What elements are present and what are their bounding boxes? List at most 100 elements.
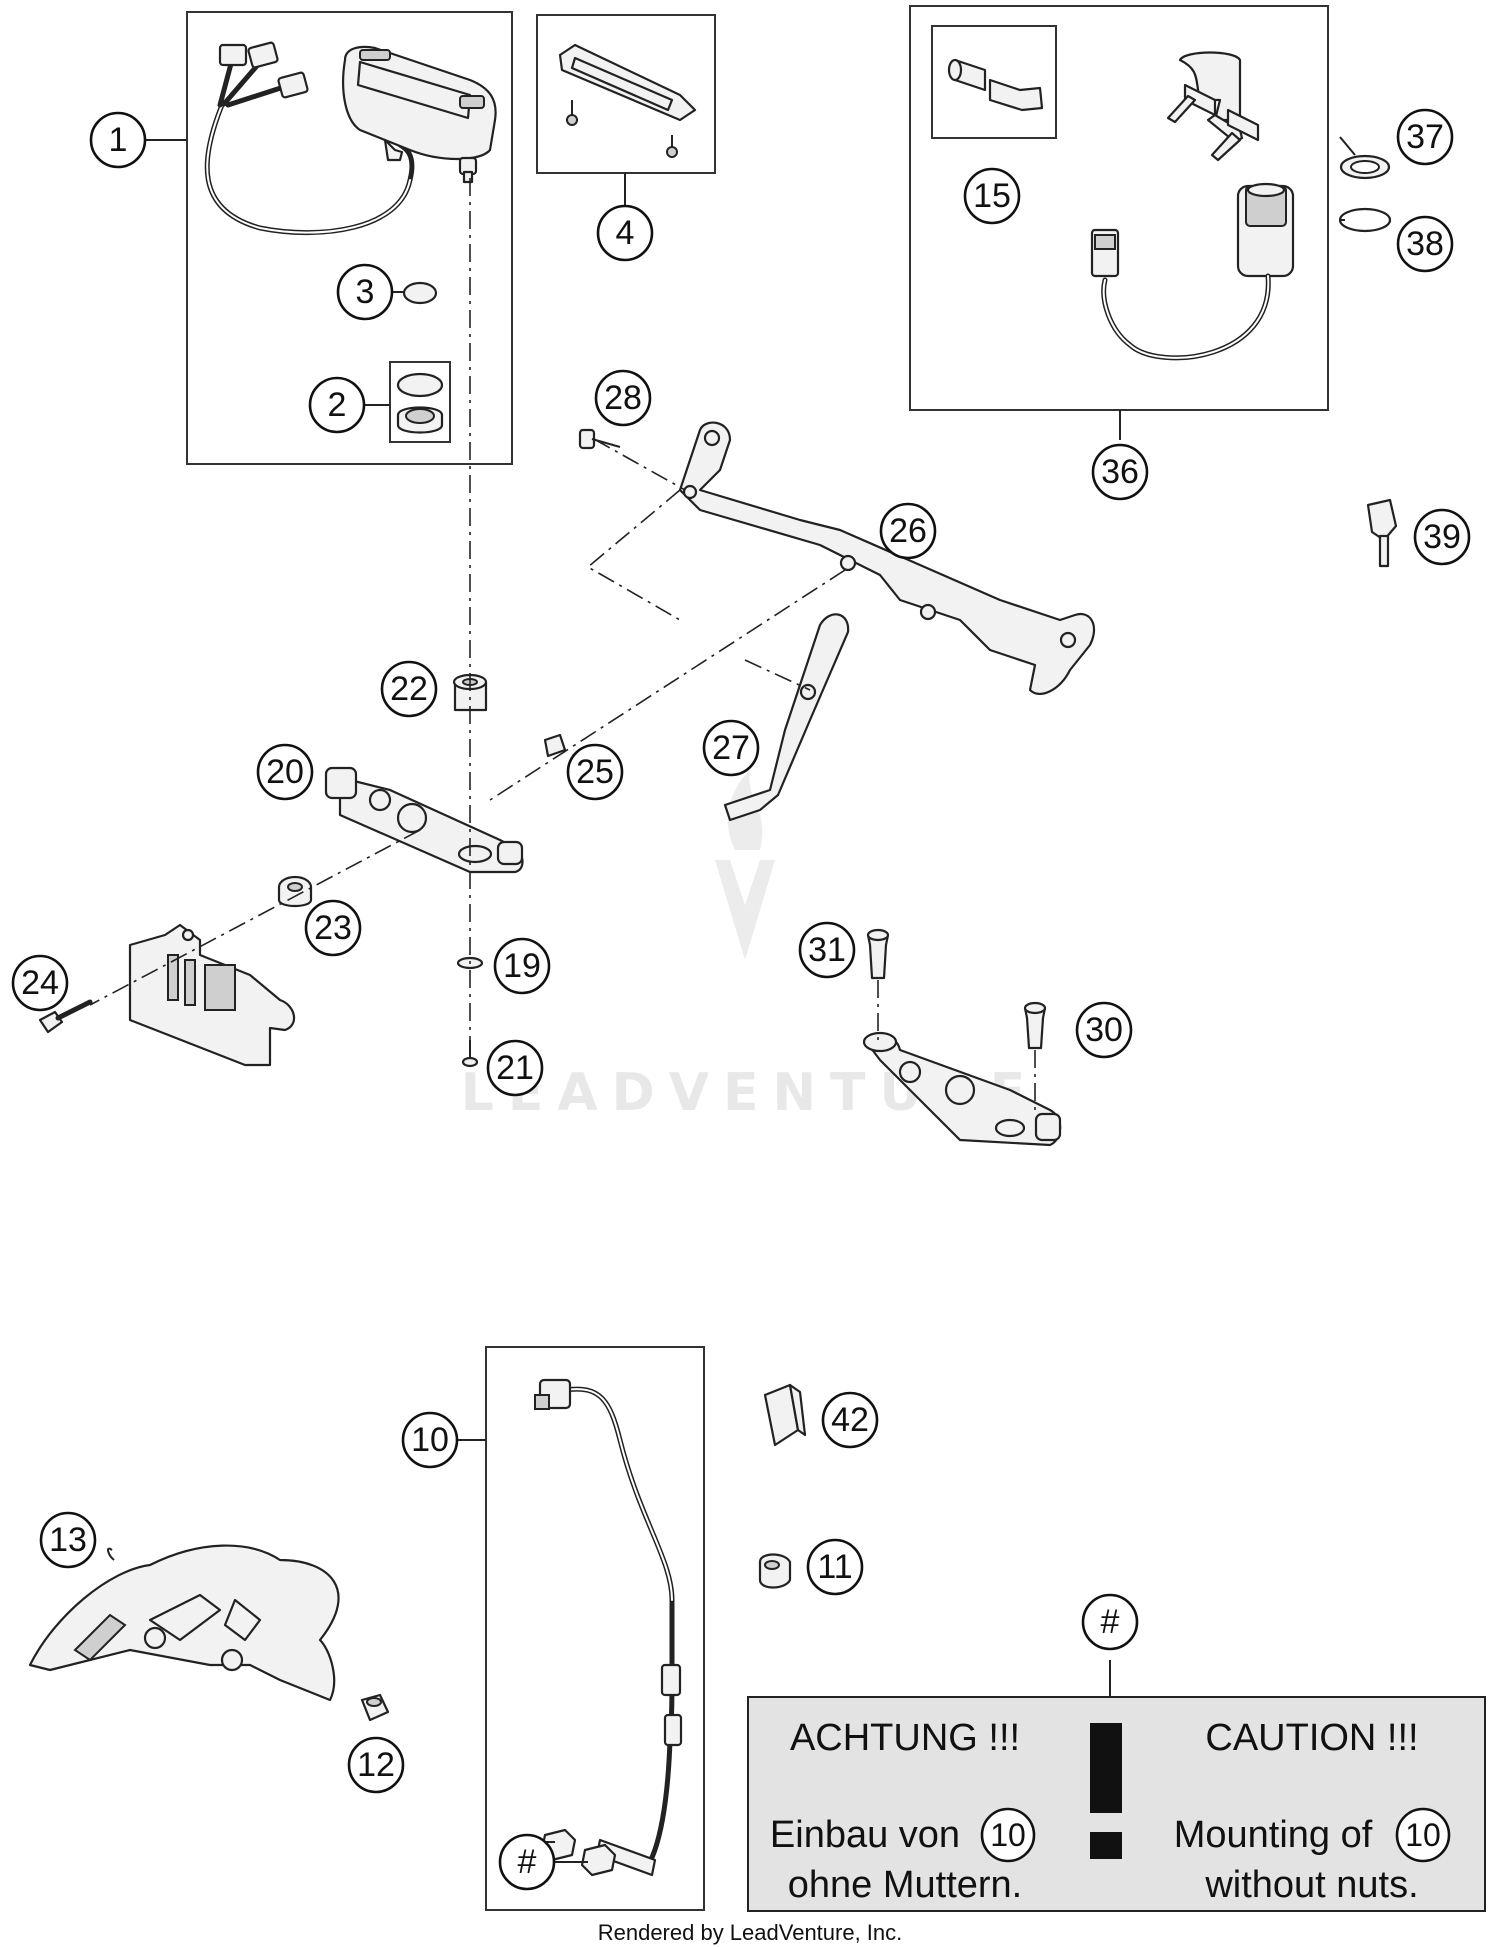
- callout-12[interactable]: 12: [347, 1736, 405, 1794]
- exclamation-bar: [1090, 1723, 1122, 1813]
- callout-1[interactable]: 1: [89, 111, 147, 169]
- bolt-31-part[interactable]: [866, 928, 890, 980]
- warning-en-ref-circle: [1395, 1807, 1451, 1863]
- svg-text:#: #: [1101, 1603, 1120, 1641]
- svg-text:24: 24: [21, 964, 59, 1002]
- callout-15[interactable]: 15: [963, 167, 1021, 225]
- svg-text:21: 21: [496, 1049, 534, 1087]
- light-bracket-part[interactable]: [128, 923, 296, 1067]
- warning-en-title: CAUTION !!!: [1205, 1717, 1418, 1759]
- bracket-arm-part[interactable]: [723, 613, 850, 822]
- callout-hash-top[interactable]: #: [1081, 1593, 1139, 1651]
- speedometer-part[interactable]: [204, 41, 497, 236]
- svg-text:22: 22: [390, 670, 428, 708]
- callout-37[interactable]: 37: [1396, 108, 1454, 166]
- svg-text:3: 3: [356, 273, 375, 311]
- footer-credit: Rendered by LeadVenture, Inc.: [598, 1920, 903, 1945]
- disc-guard-part[interactable]: [28, 1544, 340, 1702]
- callout-42[interactable]: 42: [821, 1391, 879, 1449]
- callout-leaders: [146, 136, 1356, 1863]
- callout-24[interactable]: 24: [11, 954, 69, 1012]
- screw-24-part[interactable]: [38, 999, 93, 1034]
- seal-part[interactable]: [396, 372, 444, 434]
- warning-de-line1: Einbau von: [770, 1814, 960, 1856]
- warning-de-ref: 10: [990, 1817, 1026, 1853]
- svg-text:2: 2: [328, 386, 347, 424]
- svg-text:39: 39: [1423, 518, 1461, 556]
- holding-bracket-part[interactable]: [678, 421, 1096, 696]
- svg-text:13: 13: [49, 1521, 87, 1559]
- callout-30[interactable]: 30: [1075, 1001, 1133, 1059]
- svg-text:10: 10: [411, 1421, 449, 1459]
- callout-27[interactable]: 27: [702, 719, 760, 777]
- callout-11[interactable]: 11: [806, 1538, 864, 1596]
- warning-panel: ACHTUNG !!! Einbau von 10 ohne Muttern. …: [747, 1660, 1486, 1912]
- callout-23[interactable]: 23: [304, 899, 362, 957]
- cap-part[interactable]: [402, 281, 438, 305]
- callout-3[interactable]: 3: [336, 263, 394, 321]
- warning-de-line2: ohne Muttern.: [788, 1864, 1022, 1906]
- callout-21[interactable]: 21: [486, 1039, 544, 1097]
- svg-text:37: 37: [1406, 118, 1444, 156]
- svg-text:42: 42: [831, 1401, 869, 1439]
- callout-4[interactable]: 4: [596, 204, 654, 262]
- svg-text:4: 4: [616, 214, 635, 252]
- svg-text:23: 23: [314, 909, 352, 947]
- callout-36[interactable]: 36: [1091, 443, 1149, 501]
- svg-text:38: 38: [1406, 225, 1444, 263]
- spacer-bush-part[interactable]: [543, 733, 567, 758]
- svg-text:26: 26: [889, 512, 927, 550]
- cable-holder-part[interactable]: [758, 1553, 792, 1589]
- svg-text:19: 19: [503, 947, 541, 985]
- lower-plate-part[interactable]: [862, 1031, 1062, 1147]
- svg-text:27: 27: [712, 729, 750, 767]
- warning-en-line1: Mounting of: [1174, 1814, 1373, 1856]
- callout-20[interactable]: 20: [256, 743, 314, 801]
- speed-sensor-cable-part[interactable]: [534, 1378, 683, 1877]
- callout-39[interactable]: 39: [1413, 508, 1471, 566]
- ignition-switch-part[interactable]: [1090, 182, 1295, 361]
- assembly-lines: [89, 178, 1036, 1110]
- warning-en-ref: 10: [1405, 1817, 1441, 1853]
- exclamation-dot: [1090, 1832, 1122, 1859]
- svg-text:11: 11: [817, 1548, 852, 1586]
- svg-text:31: 31: [808, 931, 846, 969]
- callout-28[interactable]: 28: [594, 369, 652, 427]
- callout-hash-bottom[interactable]: #: [498, 1833, 556, 1891]
- callout-22[interactable]: 22: [380, 660, 438, 718]
- svg-text:36: 36: [1101, 453, 1139, 491]
- callout-10[interactable]: 10: [401, 1411, 459, 1469]
- callouts: 1 3 2 4 15 37 38 36 39 28 26 22 20 25 27…: [11, 108, 1471, 1891]
- svg-text:#: #: [518, 1843, 537, 1881]
- washer-ring-part[interactable]: [1338, 207, 1392, 233]
- lock-cylinder-part[interactable]: [947, 58, 1044, 112]
- screw-21-part[interactable]: [461, 1040, 479, 1068]
- svg-text:1: 1: [109, 121, 128, 159]
- callout-2[interactable]: 2: [308, 376, 366, 434]
- keys-part[interactable]: [1166, 51, 1260, 162]
- screw-28-part[interactable]: [578, 428, 621, 450]
- callout-25[interactable]: 25: [566, 743, 624, 801]
- callout-26[interactable]: 26: [879, 502, 937, 560]
- cable-clip-part[interactable]: [763, 1383, 807, 1447]
- svg-text:25: 25: [576, 753, 614, 791]
- bushing-12-part[interactable]: [360, 1693, 390, 1722]
- callout-19[interactable]: 19: [493, 937, 551, 995]
- callout-13[interactable]: 13: [39, 1511, 97, 1569]
- callout-31[interactable]: 31: [798, 921, 856, 979]
- sensor-cable-box: [485, 1346, 705, 1911]
- key-blank-part[interactable]: [1366, 498, 1398, 568]
- seal-kit-box: [389, 361, 451, 443]
- svg-text:30: 30: [1085, 1011, 1123, 1049]
- speedometer-kit-box: [186, 11, 513, 465]
- display-cover-part[interactable]: [558, 43, 697, 158]
- svg-text:28: 28: [604, 379, 642, 417]
- grommet-part[interactable]: [277, 875, 313, 908]
- speedo-mount-plate-part[interactable]: [324, 766, 524, 874]
- warning-de-title: ACHTUNG !!!: [790, 1717, 1020, 1759]
- bolt-30-part[interactable]: [1023, 1001, 1047, 1050]
- svg-text:12: 12: [357, 1746, 395, 1784]
- lock-cylinder-box: [931, 25, 1057, 139]
- callout-38[interactable]: 38: [1396, 215, 1454, 273]
